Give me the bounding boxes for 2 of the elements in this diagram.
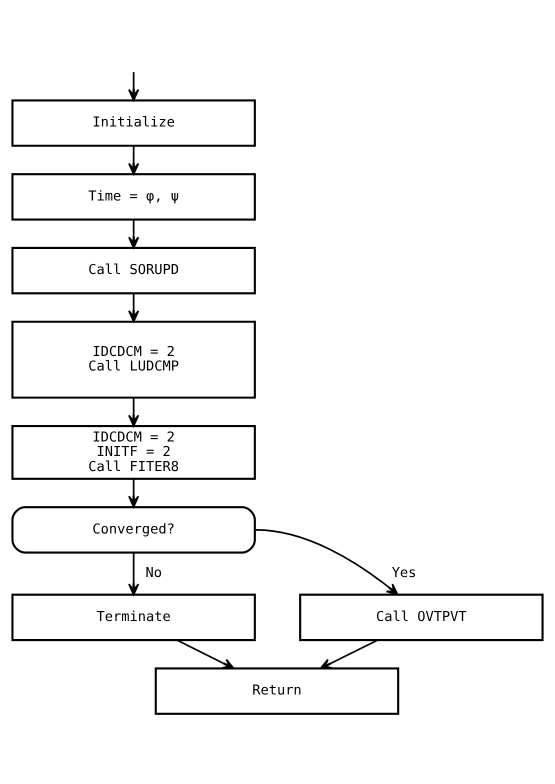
edge-label: Yes [392, 564, 416, 581]
edge-label: No [146, 564, 162, 581]
